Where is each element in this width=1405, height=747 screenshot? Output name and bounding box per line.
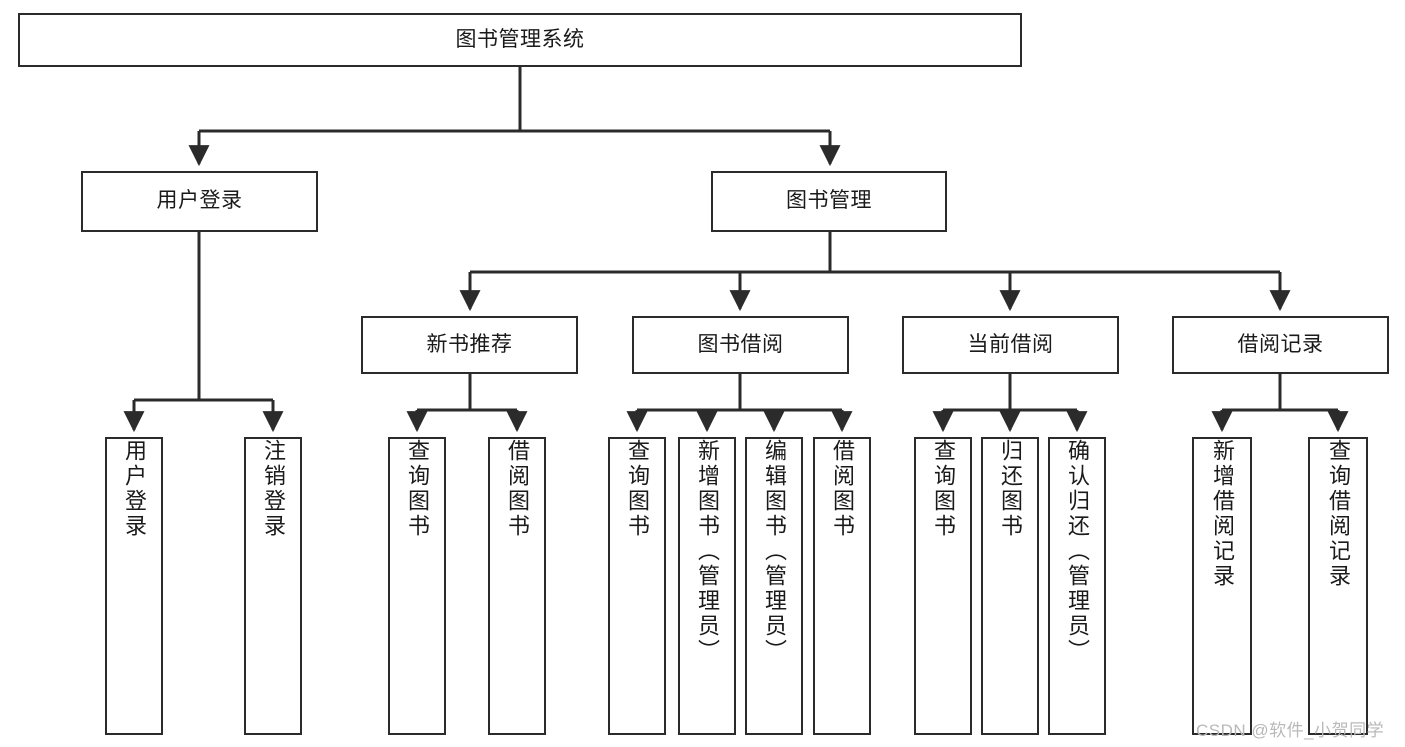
node-level2-user-login[interactable]: 用户登录 (81, 171, 318, 232)
leaf-node-label: 归还图书 (998, 439, 1023, 539)
leaf-node-label: 查询借阅记录 (1326, 439, 1351, 589)
leaf-node[interactable]: 新增借阅记录 (1192, 437, 1252, 735)
leaf-node-label: 注销登录 (261, 439, 286, 539)
watermark-text: CSDN @软件_小贺同学 (1196, 721, 1385, 740)
leaf-node-label: 新增借阅记录 (1210, 439, 1235, 589)
leaf-node[interactable]: 用户登录 (105, 437, 163, 735)
node-level2-user-login-label: 用户登录 (156, 189, 243, 213)
leaf-node[interactable]: 查询图书 (388, 437, 446, 735)
leaf-node[interactable]: 归还图书 (981, 437, 1039, 735)
node-level2-book-management-label: 图书管理 (786, 189, 872, 213)
leaf-node[interactable]: 借阅图书 (813, 437, 871, 735)
node-level3-book-borrow-label: 图书借阅 (697, 332, 784, 356)
leaf-node[interactable]: 查询图书 (608, 437, 666, 735)
leaf-node-label: 用户登录 (122, 439, 147, 539)
leaf-node-label: 查询图书 (405, 439, 430, 539)
node-level3-borrow-record[interactable]: 借阅记录 (1172, 316, 1389, 374)
node-level3-current-borrow[interactable]: 当前借阅 (902, 316, 1119, 374)
leaf-node-label: 编辑图书（管理员） (762, 439, 787, 664)
node-level2-book-management[interactable]: 图书管理 (711, 171, 947, 232)
node-level3-new-book-recommend[interactable]: 新书推荐 (361, 316, 578, 374)
leaf-node-label: 确认归还（管理员） (1065, 439, 1090, 664)
leaf-node[interactable]: 查询借阅记录 (1308, 437, 1368, 735)
leaf-node-label: 借阅图书 (505, 439, 530, 539)
leaf-node-label: 新增图书（管理员） (695, 439, 720, 664)
leaf-node[interactable]: 查询图书 (914, 437, 972, 735)
node-level3-borrow-record-label: 借阅记录 (1237, 332, 1324, 356)
node-level3-current-borrow-label: 当前借阅 (967, 332, 1054, 356)
leaf-node[interactable]: 借阅图书 (488, 437, 546, 735)
leaf-node-label: 查询图书 (625, 439, 650, 539)
leaf-node[interactable]: 新增图书（管理员） (678, 437, 736, 735)
node-level3-new-book-recommend-label: 新书推荐 (426, 332, 513, 356)
leaf-node[interactable]: 注销登录 (244, 437, 302, 735)
leaf-node-label: 借阅图书 (830, 439, 855, 539)
leaf-node[interactable]: 编辑图书（管理员） (745, 437, 803, 735)
node-root[interactable]: 图书管理系统 (18, 13, 1022, 67)
node-root-label: 图书管理系统 (455, 27, 585, 51)
node-level3-book-borrow[interactable]: 图书借阅 (632, 316, 849, 374)
leaf-node[interactable]: 确认归还（管理员） (1048, 437, 1106, 735)
leaf-node-label: 查询图书 (931, 439, 956, 539)
